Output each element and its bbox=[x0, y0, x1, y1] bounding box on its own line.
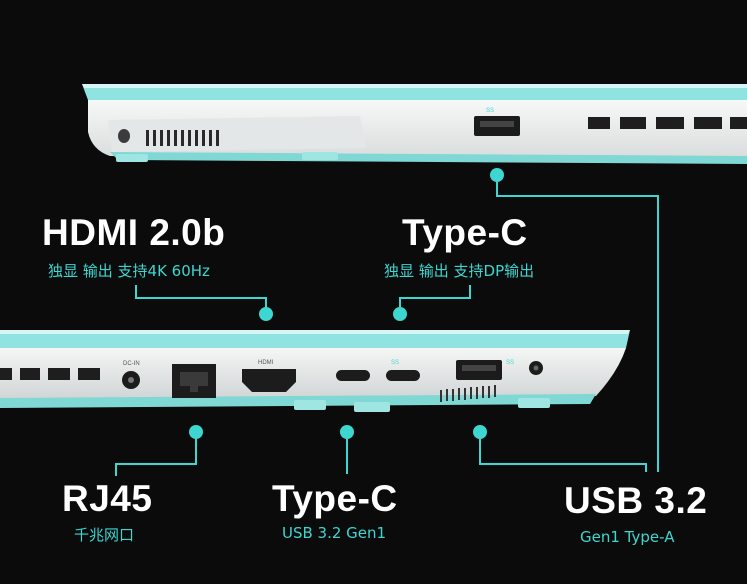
typec-top-leader bbox=[399, 285, 471, 312]
typec-bottom-subtitle: USB 3.2 Gen1 bbox=[282, 524, 387, 542]
callout-dots bbox=[189, 168, 504, 439]
usb-leader-bottom bbox=[479, 432, 647, 472]
callout-lines bbox=[115, 176, 659, 476]
rj45-title: RJ45 bbox=[62, 478, 153, 519]
hdmi-label: HDMI bbox=[258, 360, 274, 366]
laptop-left-side: DC-IN HDMI SS SS bbox=[0, 330, 630, 412]
usb-leader-top bbox=[496, 176, 659, 472]
rj45-leader bbox=[115, 432, 197, 476]
laptop-right-side: SS bbox=[82, 84, 747, 164]
hdmi-title: HDMI 2.0b bbox=[42, 212, 226, 253]
hdmi-leader bbox=[135, 285, 267, 312]
rj45-port bbox=[172, 364, 216, 398]
audio-jack bbox=[529, 361, 543, 375]
typec-port-2 bbox=[386, 370, 420, 381]
hdmi-port: HDMI bbox=[242, 360, 296, 392]
typec-top-title: Type-C bbox=[402, 212, 528, 253]
dc-in-port: DC-IN bbox=[122, 361, 140, 389]
svg-text:SS: SS bbox=[506, 360, 514, 366]
typec-top-subtitle: 独显 输出 支持DP输出 bbox=[384, 262, 535, 280]
dcin-label: DC-IN bbox=[123, 361, 140, 367]
usb-a-port-top: SS bbox=[474, 108, 520, 136]
rj45-subtitle: 千兆网口 bbox=[74, 526, 135, 544]
vent-bottom-right bbox=[440, 385, 496, 402]
typec-bottom-title: Type-C bbox=[272, 478, 398, 519]
svg-text:SS: SS bbox=[486, 108, 494, 114]
lid-trim-bottom bbox=[0, 330, 630, 348]
vent-left bbox=[146, 130, 219, 146]
svg-text:SS: SS bbox=[391, 360, 399, 366]
vent-right bbox=[588, 117, 747, 129]
typec-port-1 bbox=[336, 370, 370, 381]
lock-slot bbox=[118, 129, 130, 143]
vent-bottom-left bbox=[0, 368, 100, 380]
usb-a-port-bottom: SS bbox=[456, 360, 514, 380]
usb32-subtitle: Gen1 Type-A bbox=[580, 528, 675, 546]
usb32-title: USB 3.2 bbox=[564, 480, 708, 521]
hdmi-subtitle: 独显 输出 支持4K 60Hz bbox=[48, 262, 210, 280]
